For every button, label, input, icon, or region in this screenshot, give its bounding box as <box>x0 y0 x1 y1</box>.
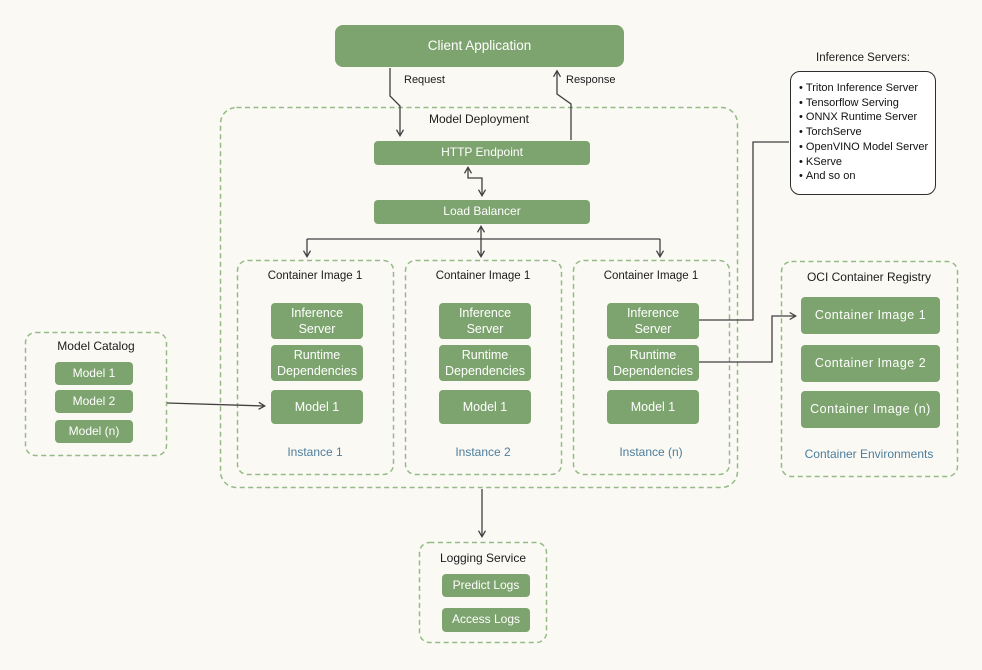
registry-container-image-n-node: Container Image (n) <box>801 391 940 428</box>
inference-servers-title: Inference Servers: <box>816 52 910 64</box>
load-balancer-node: Load Balancer <box>374 200 590 224</box>
inference-server-item: And so on <box>799 169 929 184</box>
inference-server-item: ONNX Runtime Server <box>799 110 929 125</box>
instance-1-label: Instance 1 <box>287 445 343 459</box>
catalog-model-n-node: Model (n) <box>55 420 133 443</box>
model-deployment-container <box>219 106 739 489</box>
response-label: Response <box>566 74 616 86</box>
instance-2-inference-server-node: Inference Server <box>439 303 531 339</box>
inference-server-item: Tensorflow Serving <box>799 96 929 111</box>
model-catalog-title: Model Catalog <box>57 339 135 353</box>
logging-service-title: Logging Service <box>439 551 527 565</box>
inference-servers-callout: Triton Inference Server Tensorflow Servi… <box>790 71 936 195</box>
instance-n-title: Container Image 1 <box>603 270 699 282</box>
dependencies-registry-arrow <box>695 311 797 363</box>
request-label: Request <box>404 74 445 86</box>
registry-container-image-1-node: Container Image 1 <box>801 297 940 334</box>
model-catalog-container <box>24 331 168 457</box>
instance-2-group: Container Image 1 Inference Server Runti… <box>405 260 561 475</box>
instance-2-model-node: Model 1 <box>439 390 531 424</box>
instance-1-inference-server-node: Inference Server <box>271 303 363 339</box>
instance-2-runtime-dependencies-node: Runtime Dependencies <box>439 345 531 381</box>
predict-logs-node: Predict Logs <box>442 574 530 597</box>
request-arrow <box>389 68 405 137</box>
catalog-model-arrow <box>166 401 266 410</box>
instance-n-model-node: Model 1 <box>607 390 699 424</box>
instance-1-group: Container Image 1 Inference Server Runti… <box>237 260 393 475</box>
catalog-model-1-node: Model 1 <box>55 362 133 385</box>
instance-1-model-node: Model 1 <box>271 390 363 424</box>
instance-1-container <box>236 259 395 476</box>
instance-n-inference-server-node: Inference Server <box>607 303 699 339</box>
instance-2-container <box>404 259 563 476</box>
access-logs-node: Access Logs <box>442 608 530 632</box>
model-deployment-title: Model Deployment <box>428 112 530 126</box>
instance-2-title: Container Image 1 <box>435 270 531 282</box>
http-endpoint-node: HTTP Endpoint <box>374 141 590 165</box>
client-application-node: Client Application <box>335 25 624 67</box>
container-environments-label: Container Environments <box>804 447 934 461</box>
inference-server-item: KServe <box>799 155 929 170</box>
instance-n-label: Instance (n) <box>619 445 683 459</box>
inference-server-callout-line <box>695 141 789 321</box>
endpoint-loadbalancer-arrow <box>463 166 487 197</box>
instance-n-runtime-dependencies-node: Runtime Dependencies <box>607 345 699 381</box>
inference-server-item: OpenVINO Model Server <box>799 140 929 155</box>
oci-registry-title: OCI Container Registry <box>806 270 932 284</box>
catalog-model-2-node: Model 2 <box>55 390 133 413</box>
registry-container-image-2-node: Container Image 2 <box>801 345 940 382</box>
instance-n-group: Container Image 1 Inference Server Runti… <box>573 260 729 475</box>
instance-1-runtime-dependencies-node: Runtime Dependencies <box>271 345 363 381</box>
instance-n-container <box>572 259 731 476</box>
inference-servers-list: Triton Inference Server Tensorflow Servi… <box>799 81 929 184</box>
instance-1-title: Container Image 1 <box>267 270 363 282</box>
response-arrow <box>552 69 572 140</box>
inference-server-item: Triton Inference Server <box>799 81 929 96</box>
instance-2-label: Instance 2 <box>455 445 511 459</box>
inference-server-item: TorchServe <box>799 125 929 140</box>
oci-registry-container <box>780 260 959 478</box>
logging-service-container <box>418 541 548 644</box>
